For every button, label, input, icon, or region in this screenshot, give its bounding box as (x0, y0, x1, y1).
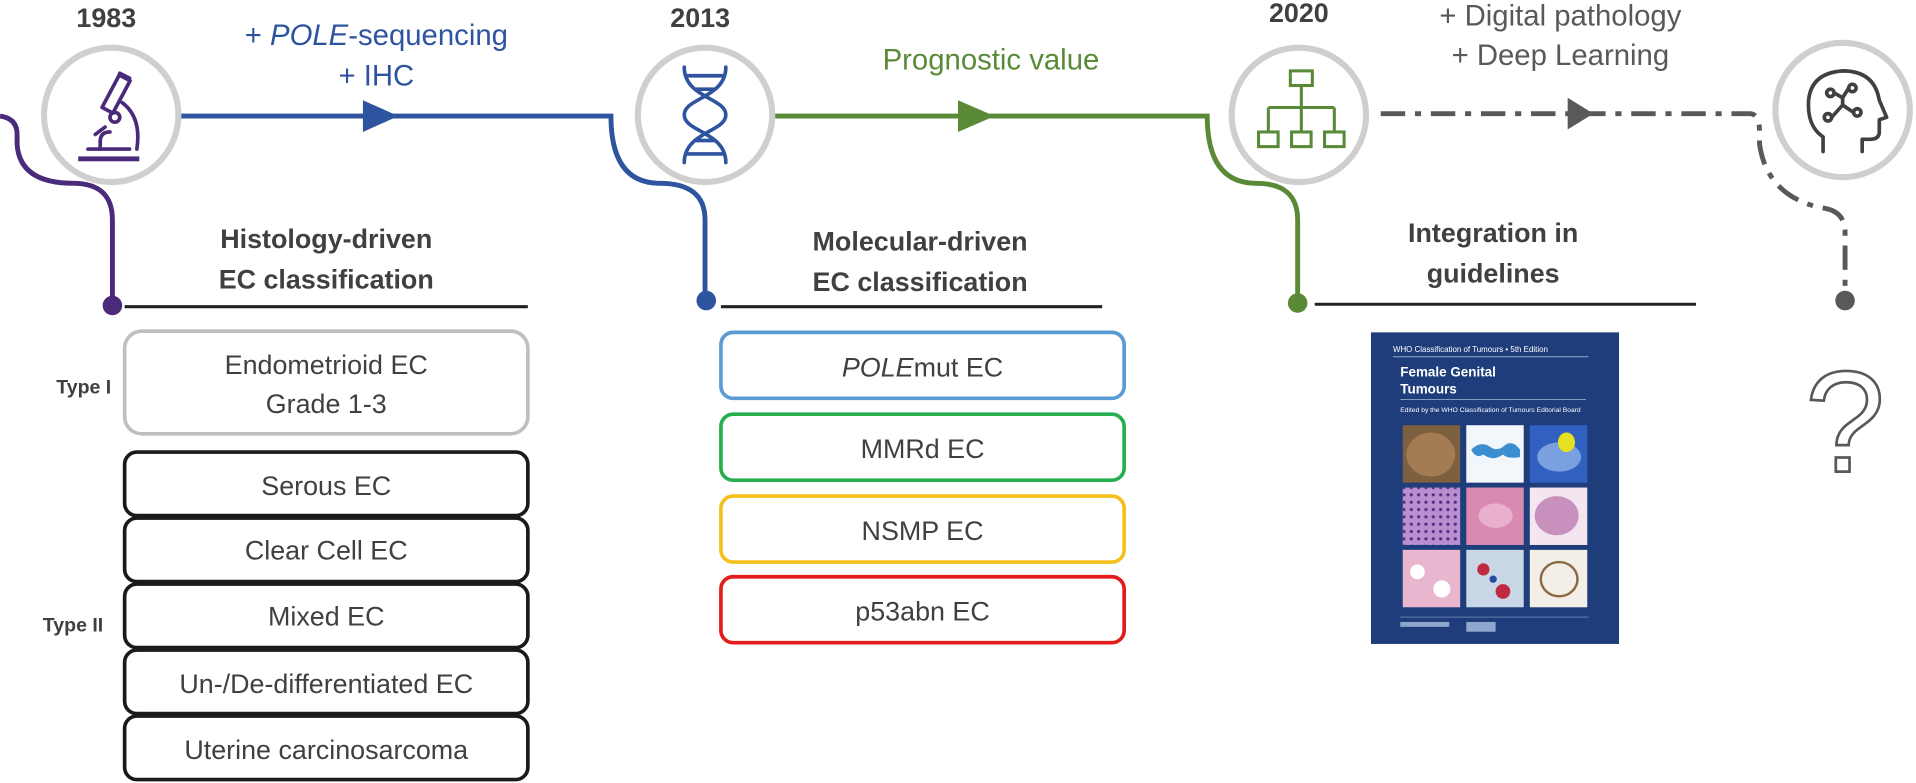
type-ii-box-clear-cell: Clear Cell EC (122, 516, 530, 584)
transition-label-deep: + Deep Learning (1452, 39, 1670, 72)
type-i-box: Endometrioid EC Grade 1-3 (122, 329, 530, 436)
svg-text:Clear Cell EC: Clear Cell EC (245, 536, 408, 566)
svg-text:Endometrioid EC: Endometrioid EC (225, 350, 428, 380)
svg-text:Un-/De-differentiated EC: Un-/De-differentiated EC (179, 669, 473, 699)
section-title-molecular: Molecular-driven (813, 226, 1028, 256)
book-title: Female Genital (1400, 364, 1496, 379)
transition-label-digital: + Digital pathology (1439, 0, 1681, 33)
timeline-dot-2020 (1287, 293, 1308, 313)
molecular-box-mmrd: MMRd EC (719, 412, 1126, 483)
timeline-connector-blue (180, 113, 708, 301)
timeline-dot-2013 (696, 290, 717, 311)
svg-text:NSMP EC: NSMP EC (862, 516, 984, 546)
year-label-2020: 2020 (1269, 0, 1329, 28)
who-logo (1466, 621, 1496, 632)
milestone-2013 (634, 44, 776, 186)
year-label-1983: 1983 (76, 3, 136, 33)
timeline-connector-green (774, 113, 1301, 304)
svg-text:MMRd EC: MMRd EC (861, 434, 985, 464)
svg-text:p53abn EC: p53abn EC (855, 597, 989, 627)
molecular-box-polemut: POLEmut EC (719, 330, 1126, 401)
molecular-box-nsmp: NSMP EC (719, 494, 1126, 564)
hierarchy-icon (1257, 69, 1346, 149)
timeline-connector-future (1380, 111, 1848, 296)
ai-head-icon (1806, 69, 1889, 154)
timeline-dot-1983 (102, 295, 123, 316)
who-book-cover: WHO Classification of Tumours • 5th Edit… (1370, 332, 1620, 644)
arrow-right-icon (957, 100, 995, 132)
type-ii-box-undifferentiated: Un-/De-differentiated EC (122, 648, 530, 716)
svg-text:Grade 1-3: Grade 1-3 (266, 389, 387, 419)
svg-text:Mixed EC: Mixed EC (268, 602, 384, 632)
section-title-histology: Histology-driven (220, 224, 432, 254)
section-title-guidelines-2: guidelines (1427, 258, 1560, 288)
transition-label-ihc: + IHC (338, 60, 414, 93)
book-publisher-logo (1400, 621, 1450, 627)
section-title-molecular-2: EC classification (813, 267, 1028, 297)
section-title-guidelines: Integration in (1408, 218, 1578, 248)
type-ii-box-carcinosarcoma: Uterine carcinosarcoma (122, 714, 530, 782)
svg-text:Serous EC: Serous EC (261, 471, 391, 501)
svg-text:Uterine carcinosarcoma: Uterine carcinosarcoma (184, 735, 468, 765)
book-image-tile (1402, 549, 1461, 608)
section-title-histology-2: EC classification (219, 264, 434, 294)
type-ii-box-mixed: Mixed EC (122, 582, 530, 650)
milestone-1983 (40, 44, 182, 186)
milestone-future (1772, 39, 1913, 181)
arrow-right-icon (362, 100, 399, 132)
transition-label-prognostic: Prognostic value (883, 44, 1100, 77)
book-header: WHO Classification of Tumours • 5th Edit… (1393, 345, 1548, 354)
book-subtitle: Edited by the WHO Classification of Tumo… (1400, 407, 1581, 414)
molecular-box-p53abn: p53abn EC (719, 574, 1126, 645)
type-ii-label: Type II (43, 615, 103, 637)
svg-text:POLEmut EC: POLEmut EC (842, 352, 1003, 382)
question-mark-icon: ? (1805, 341, 1885, 503)
microscope-icon (78, 71, 140, 162)
timeline-connector-1983 (0, 113, 115, 304)
year-label-2013: 2013 (670, 3, 730, 33)
milestone-2020 (1228, 44, 1370, 186)
arrow-right-icon (1567, 97, 1594, 130)
type-ii-box-serous: Serous EC (122, 450, 530, 518)
transition-label-pole-seq: + POLE-sequencing (245, 19, 508, 52)
type-i-label: Type I (56, 376, 111, 398)
dna-icon (682, 65, 728, 165)
timeline-dot-future (1835, 290, 1855, 311)
book-title-2: Tumours (1400, 381, 1457, 396)
